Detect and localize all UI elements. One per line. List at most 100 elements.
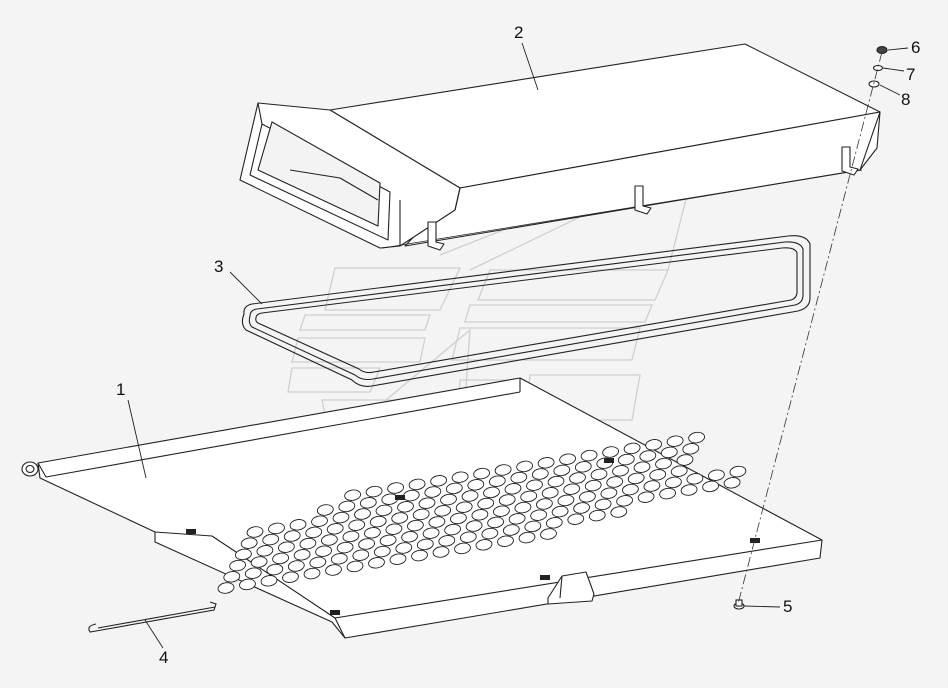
perforation-hole bbox=[606, 476, 624, 488]
perforation-hole bbox=[649, 469, 667, 481]
perforation-hole bbox=[524, 520, 542, 533]
perforation-hole bbox=[401, 531, 418, 543]
perforation-hole bbox=[602, 446, 619, 458]
perforation-hole bbox=[326, 523, 344, 535]
perforation-hole bbox=[316, 504, 334, 516]
perforation-hole bbox=[379, 534, 397, 547]
perforation-hole bbox=[498, 494, 516, 506]
perforation-hole bbox=[508, 513, 526, 525]
perforation-hole bbox=[395, 542, 413, 554]
perforation-hole bbox=[540, 528, 557, 540]
part-5-fastener bbox=[733, 599, 745, 610]
perforation-hole bbox=[445, 482, 463, 495]
perforation-hole bbox=[428, 516, 446, 528]
perforation-hole bbox=[547, 475, 565, 488]
perforation-hole bbox=[708, 469, 725, 481]
perforation-hole bbox=[408, 478, 426, 491]
perforation-hole bbox=[299, 537, 317, 550]
perforation-hole bbox=[537, 457, 555, 469]
perforation-hole bbox=[477, 497, 495, 510]
perforation-hole bbox=[541, 487, 559, 499]
perforation-hole bbox=[627, 472, 645, 485]
perforation-hole bbox=[617, 453, 635, 466]
perforation-hole bbox=[660, 446, 678, 459]
perforation-holes bbox=[217, 431, 747, 594]
perforation-hole bbox=[364, 527, 381, 539]
perforation-hole bbox=[217, 582, 235, 594]
perforation-hole bbox=[444, 523, 461, 536]
perforation-hole bbox=[645, 439, 662, 451]
perforation-hole bbox=[493, 505, 510, 517]
perforation-hole bbox=[342, 530, 360, 543]
perforation-hole bbox=[358, 538, 375, 550]
perforation-hole bbox=[332, 511, 350, 524]
perforation-hole bbox=[616, 495, 633, 507]
part-2-duct-housing bbox=[239, 43, 881, 251]
perforation-hole bbox=[422, 527, 440, 539]
perforation-hole bbox=[504, 483, 522, 495]
perforation-hole bbox=[223, 571, 241, 583]
perforation-hole bbox=[622, 483, 639, 496]
perforation-hole bbox=[424, 486, 442, 498]
perforation-hole bbox=[623, 442, 641, 455]
perforation-hole bbox=[282, 571, 299, 583]
perforation-hole bbox=[545, 517, 563, 529]
perforation-hole bbox=[375, 504, 393, 517]
perforation-hole bbox=[723, 477, 741, 489]
perforation-hole bbox=[244, 567, 262, 579]
perforation-hole bbox=[338, 500, 356, 513]
perforation-hole bbox=[483, 486, 500, 499]
perforation-hole bbox=[325, 564, 342, 576]
perforation-hole bbox=[680, 484, 698, 496]
perforation-hole bbox=[235, 548, 252, 561]
perforation-hole bbox=[688, 431, 705, 444]
perforation-hole bbox=[239, 578, 256, 591]
perforation-hole bbox=[246, 526, 264, 538]
perforation-hole bbox=[702, 480, 719, 493]
part-3-gasket-seal bbox=[241, 235, 811, 387]
perforation-hole bbox=[637, 491, 655, 503]
perforation-hole bbox=[359, 497, 377, 509]
perforation-hole bbox=[430, 475, 447, 487]
perforation-hole bbox=[440, 493, 457, 506]
perforation-hole bbox=[416, 538, 434, 551]
perforation-hole bbox=[520, 490, 538, 503]
perforation-hole bbox=[336, 541, 354, 554]
callout-4: 4 bbox=[159, 648, 169, 667]
perforation-hole bbox=[260, 575, 278, 587]
perforation-hole bbox=[559, 453, 576, 465]
assembly-axis-line bbox=[737, 51, 883, 605]
perforation-hole bbox=[518, 531, 536, 544]
perforation-hole bbox=[475, 539, 493, 551]
perforation-hole bbox=[346, 560, 364, 573]
perforation-hole bbox=[407, 519, 424, 532]
perforation-hole bbox=[289, 519, 307, 531]
perforation-hole bbox=[633, 461, 651, 473]
leader-lines bbox=[127, 42, 909, 649]
perforation-hole bbox=[588, 509, 606, 522]
perforation-hole bbox=[612, 465, 629, 477]
perforation-hole bbox=[434, 505, 452, 517]
perforation-hole bbox=[330, 553, 348, 565]
perforation-hole bbox=[563, 483, 581, 495]
plate-tabs bbox=[186, 458, 760, 615]
perforation-hole bbox=[666, 435, 684, 447]
perforation-hole bbox=[610, 506, 628, 518]
perforation-hole bbox=[385, 523, 403, 535]
callout-2: 2 bbox=[514, 23, 524, 42]
perforation-hole bbox=[579, 491, 596, 503]
perforation-hole bbox=[569, 472, 586, 484]
perforation-hole bbox=[536, 498, 553, 510]
perforation-hole bbox=[305, 526, 323, 539]
callout-3: 3 bbox=[214, 257, 224, 276]
perforation-hole bbox=[481, 527, 499, 540]
perforation-hole bbox=[670, 465, 688, 477]
perforation-hole bbox=[567, 513, 585, 525]
perforation-hole bbox=[471, 509, 489, 521]
perforation-hole bbox=[354, 508, 371, 520]
perforation-hole bbox=[262, 533, 280, 546]
perforation-hole bbox=[321, 534, 338, 546]
perforation-hole bbox=[250, 556, 268, 568]
